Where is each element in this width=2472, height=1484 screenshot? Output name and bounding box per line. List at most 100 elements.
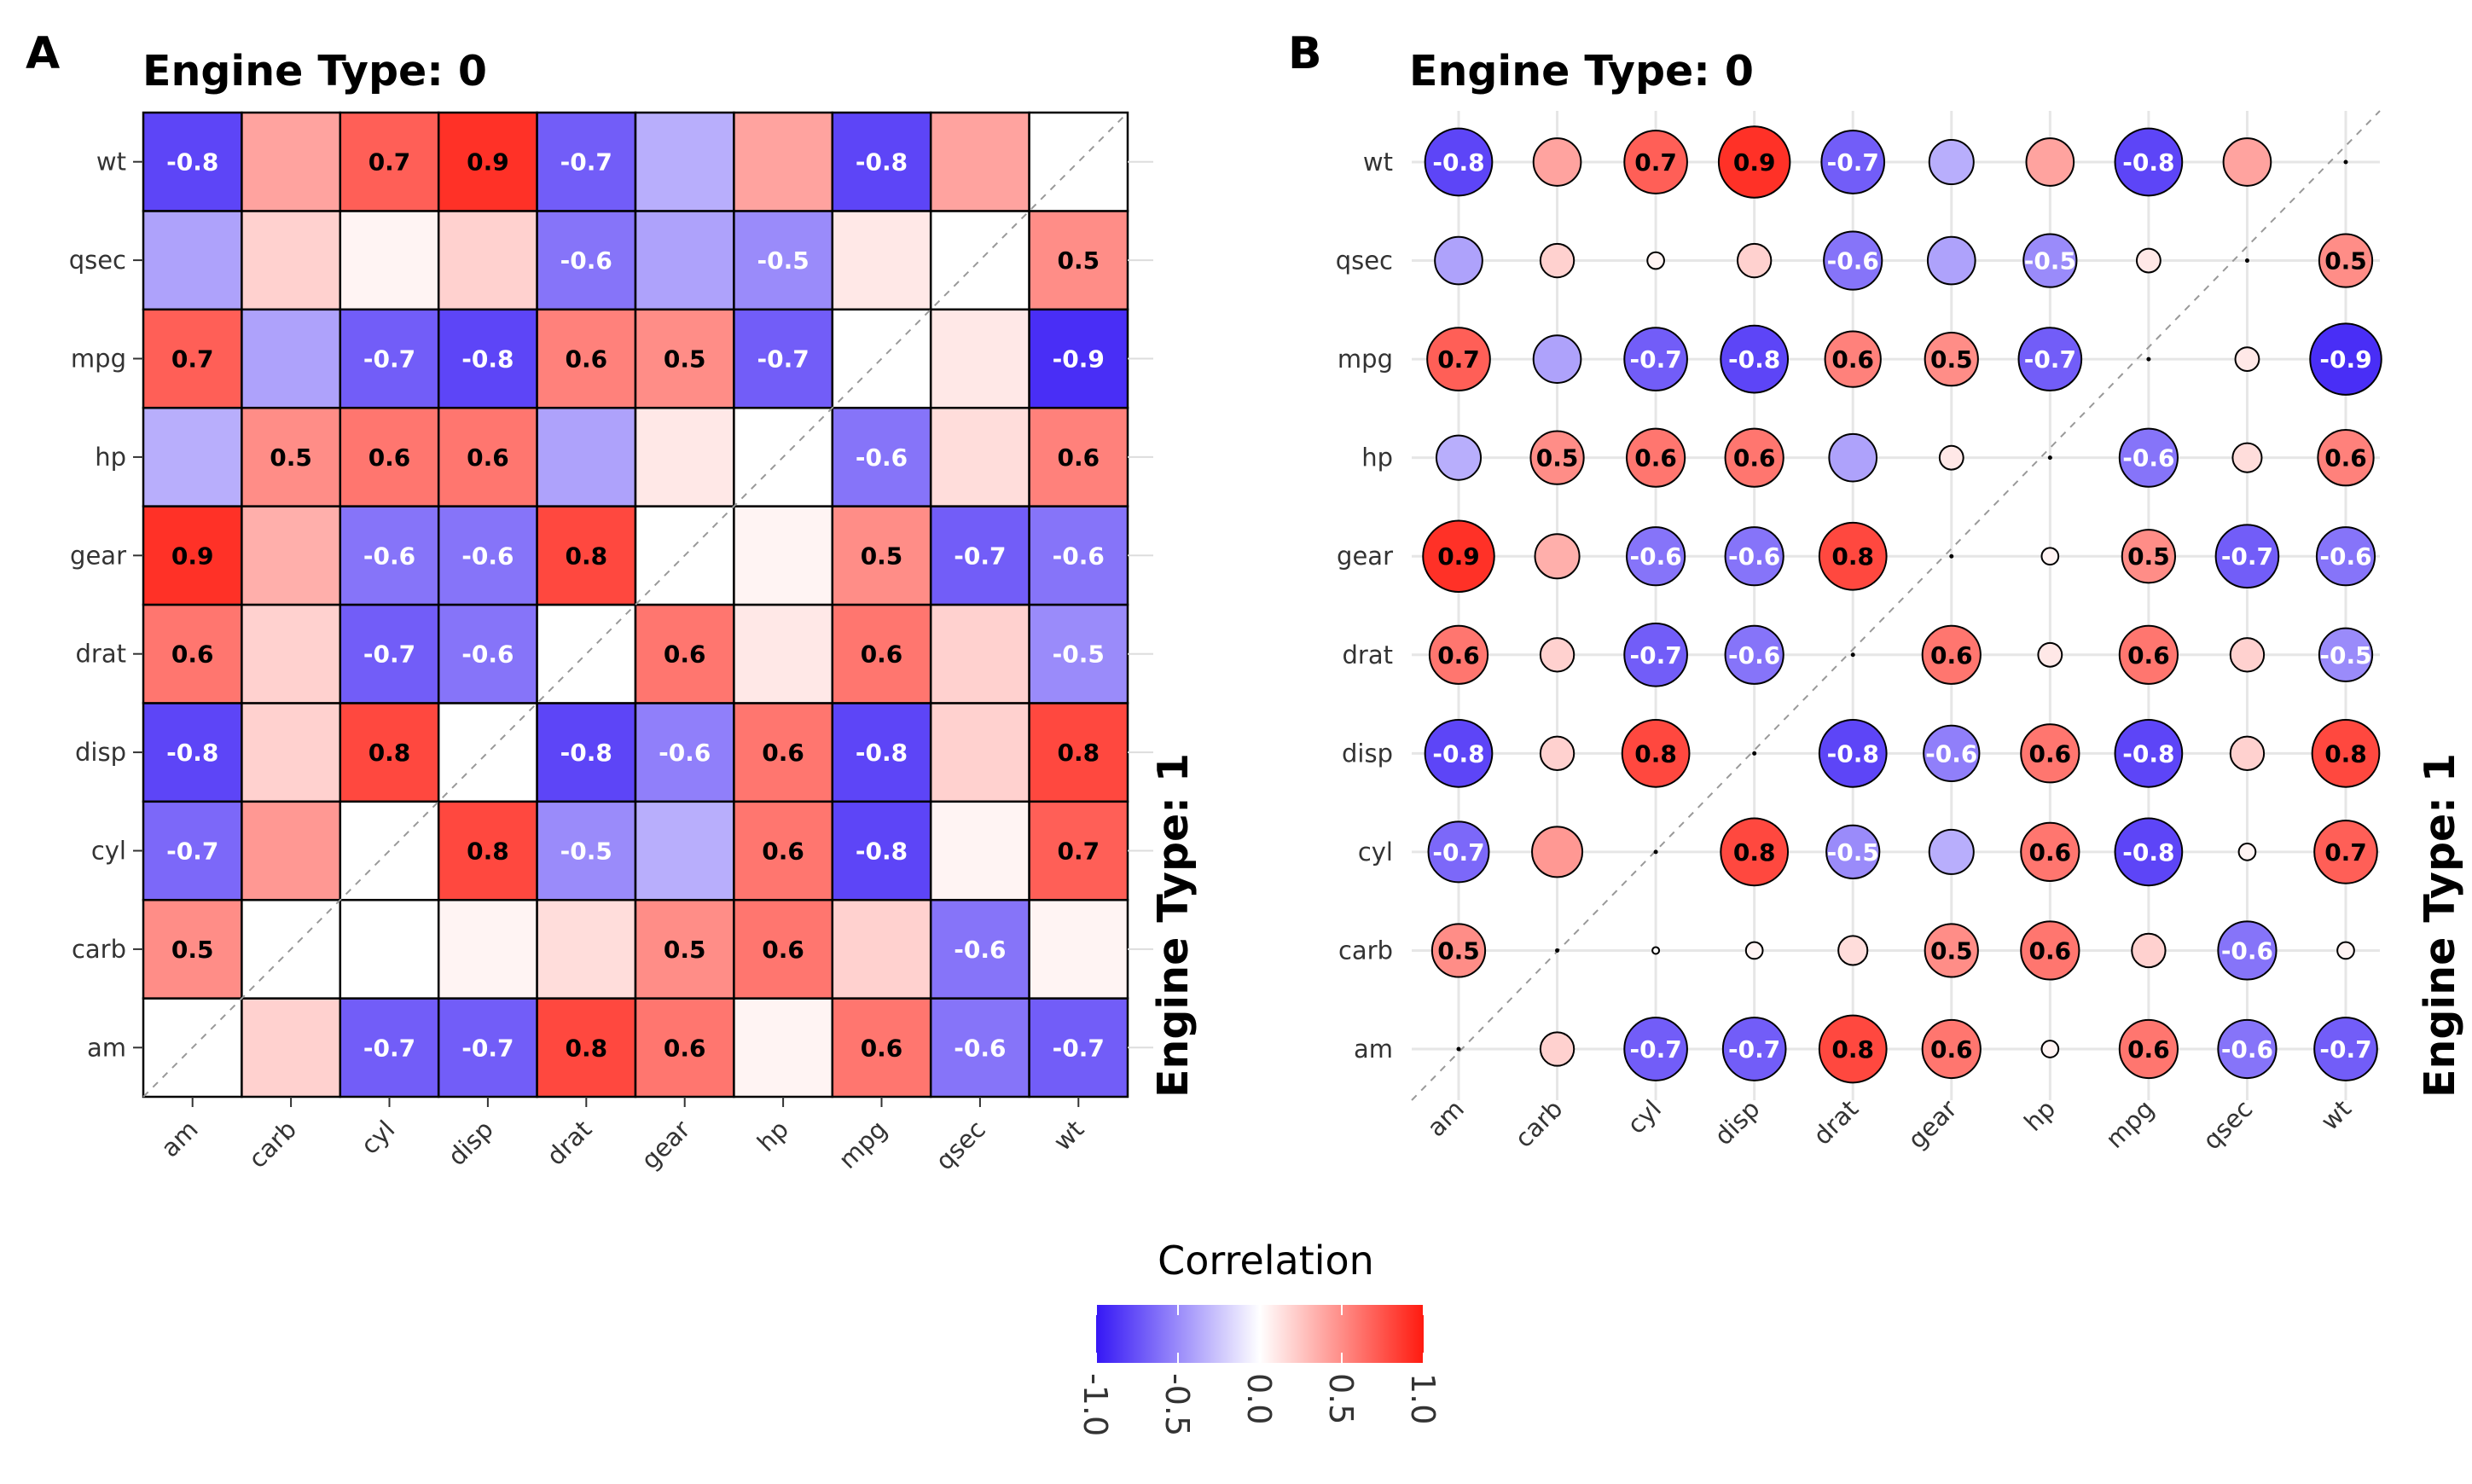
panel-b-diagonal-point [2047,455,2052,461]
panel-a-y-tick-label: am [87,1033,126,1062]
circle-value-label: 0.8 [2324,739,2367,768]
correlation-circle-hp-carb [2020,920,2080,981]
circle-value-label: 0.8 [1831,1035,1874,1064]
circle-value-label: 0.7 [2324,838,2367,867]
heatmap-value-label: -0.8 [560,739,612,767]
panel-a-y-tick-label: carb [72,935,126,964]
panel-b-y-tick-label: qsec [1336,246,1393,275]
circle-value-label: -0.8 [1432,148,1484,177]
correlation-circle-drat-qsec [1823,230,1883,291]
panel-a-y-tick-label: hp [95,443,126,472]
panel-a-y-tick-label: mpg [71,345,126,374]
circle-value-label: 0.6 [2029,739,2072,768]
heatmap-cell-cyl-qsec [339,210,440,311]
heatmap-value-label: 0.6 [762,838,804,866]
heatmap-cell-qsec-disp [929,702,1030,803]
heatmap-value-label: -0.7 [363,641,415,669]
heatmap-value-label: 0.5 [270,443,312,472]
heatmap-value-label: 0.5 [861,542,903,570]
circle-value-label: 0.7 [1634,148,1677,177]
correlation-circle-wt-mpg [2309,322,2382,396]
heatmap-value-label: 0.8 [1057,739,1100,767]
correlation-circle-am-carb [1430,923,1487,978]
panel-a-x-tick-label: cyl [355,1115,400,1160]
correlation-circle-drat-hp [1828,432,1878,483]
circle-value-label: -0.8 [2122,739,2174,768]
heatmap-value-label: 0.5 [171,936,214,964]
heatmap-value-label: 0.8 [467,838,509,866]
correlation-circle-hp-gear [2040,547,2060,566]
heatmap-cell-carb-disp [241,702,342,803]
panel-b-x-tick-label: drat [1808,1094,1864,1151]
heatmap-cell-carb-mpg [241,308,342,409]
correlation-circle-qsec-mpg [2234,346,2260,373]
heatmap-cell-mpg-cyl [831,800,932,901]
panel-b-y-tick-label: hp [1361,443,1393,472]
heatmap-cell-mpg-carb [831,898,932,1000]
panel-a-y-tick-label: wt [96,148,126,177]
correlation-circle-am-hp [1435,434,1483,481]
circle-value-label: -0.6 [2319,542,2371,571]
legend-tick-label: 0.0 [1240,1373,1278,1424]
circle-value-label: 0.7 [1437,345,1480,374]
heatmap-cell-mpg-wt [831,111,932,212]
heatmap-value-label: 0.5 [664,936,706,964]
heatmap-cell-carb-wt [241,111,342,212]
heatmap-value-label: -0.6 [856,443,908,472]
panel-b-y-tick-label: cyl [1358,838,1393,867]
correlation-circle-hp-am [2040,1040,2060,1058]
circle-value-label: -0.7 [1432,838,1484,867]
correlation-circle-qsec-disp [2229,735,2266,772]
heatmap-cell-gear-carb [634,898,735,1000]
circle-value-label: 0.6 [1930,1035,1973,1064]
panel-a-y-tick-label: gear [70,541,126,570]
panel-a-x-tick-label: qsec [930,1115,991,1176]
heatmap-cell-wt-drat [1028,603,1129,704]
circle-value-label: -0.8 [2122,838,2174,867]
circle-value-label: 0.8 [1831,542,1874,571]
heatmap-value-label: -0.5 [1053,641,1105,669]
heatmap-value-label: -0.7 [560,148,612,177]
correlation-circle-carb-hp [1529,430,1585,485]
heatmap-value-label: 0.6 [565,345,607,374]
correlation-circle-drat-am [1818,1014,1888,1084]
panel-b-diagonal-point [2343,159,2348,165]
heatmap-cell-drat-wt [536,111,637,212]
circle-value-label: 0.6 [1437,641,1480,670]
correlation-circle-disp-hp [1724,427,1784,488]
circle-value-label: 0.8 [1733,838,1776,867]
correlation-circle-disp-wt [1717,125,1791,199]
correlation-circle-gear-wt [1928,138,1975,186]
legend-tick-label: -1.0 [1076,1373,1114,1436]
correlation-circle-hp-wt [2025,137,2075,187]
heatmap-cell-cyl-carb [339,898,440,1000]
heatmap-cell-mpg-disp [831,702,932,803]
heatmap-value-label: -0.6 [659,739,711,767]
heatmap-value-label: -0.7 [1053,1034,1105,1062]
panel-b-diagonal-point [1653,849,1658,855]
panel-b-diagonal-point [1752,751,1757,756]
panel-b-strip-label: Engine Type: 1 [2416,753,2464,1098]
heatmap-cell-mpg-drat [831,603,932,704]
heatmap-cell-am-cyl [142,800,243,901]
heatmap-value-label: 0.7 [1057,838,1100,866]
circle-value-label: -0.5 [1827,838,1879,867]
correlation-circle-qsec-drat [2229,637,2266,673]
circle-value-label: 0.5 [1930,345,1973,374]
heatmap-value-label: 0.7 [368,148,411,177]
circle-value-label: -0.7 [2221,542,2273,571]
heatmap-cell-am-qsec [142,210,243,311]
correlation-circle-hp-drat [2037,641,2063,668]
panel-a-x-tick-label: hp [751,1115,794,1157]
heatmap-cell-drat-hp [536,406,637,507]
heatmap-cell-mpg-qsec [831,210,932,311]
heatmap-cell-gear-cyl [634,800,735,901]
heatmap-value-label: -0.5 [757,246,809,275]
circle-value-label: -0.6 [2221,1035,2273,1064]
circle-value-label: 0.6 [1930,641,1973,670]
heatmap-value-label: 0.8 [565,542,607,570]
panel-b-y-tick-label: wt [1363,148,1393,177]
